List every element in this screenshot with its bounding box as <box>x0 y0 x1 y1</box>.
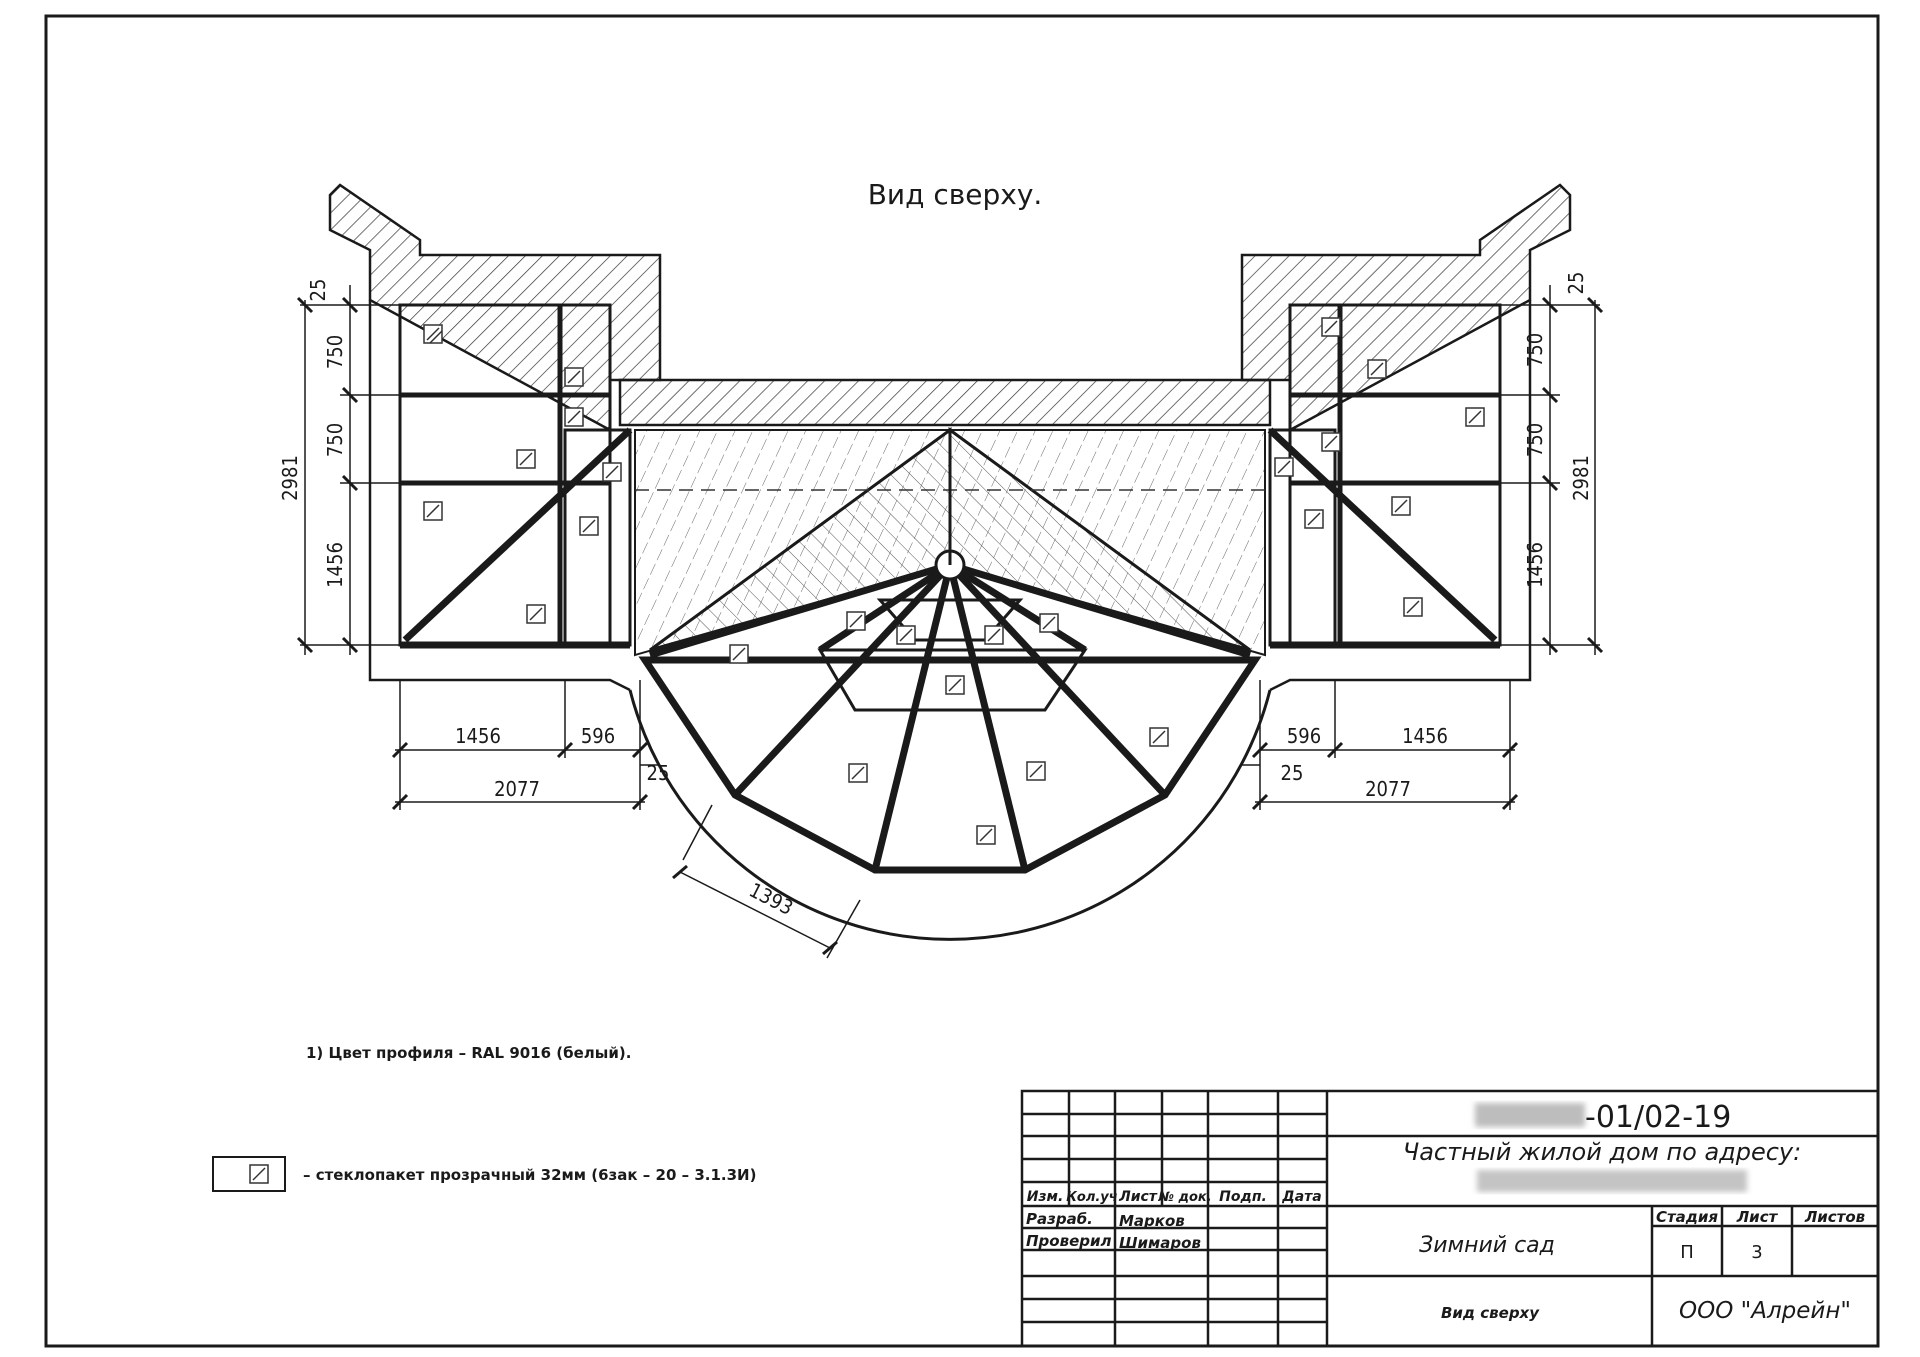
legend-glass-text: – стеклопакет прозрачный 32мм (6зак – 20… <box>303 1166 756 1184</box>
note-profile-color: 1) Цвет профиля – RAL 9016 (белый). <box>306 1044 631 1062</box>
sheet-frame <box>44 14 1880 1348</box>
legend-glass-symbol <box>212 1156 286 1192</box>
dim-right-b: 750 <box>1523 423 1547 457</box>
dim-bottom-left-b: 596 <box>581 724 615 748</box>
dim-radius: 1393 <box>745 878 797 920</box>
tb-code-redacted <box>1475 1103 1585 1127</box>
dim-left-c: 1456 <box>323 542 347 588</box>
central-roof <box>634 427 1266 874</box>
tb-object-line1: Частный жилой дом по адресу: <box>1403 1138 1801 1166</box>
tb-role-check: Проверил <box>1026 1232 1112 1250</box>
tb-name-check: Шимаров <box>1119 1234 1201 1252</box>
title-block <box>1020 1089 1880 1348</box>
tb-header-kol: Кол.уч <box>1066 1190 1117 1205</box>
dimension-lines-right <box>1500 285 1604 655</box>
tb-stage-value: П <box>1680 1242 1694 1263</box>
tb-header-list: Лист <box>1118 1189 1158 1205</box>
tb-sheet-title: Вид сверху <box>1441 1304 1540 1322</box>
tb-header-date: Дата <box>1281 1189 1321 1205</box>
wall-center <box>618 378 1272 427</box>
dim-bottom-left-gap: 25 <box>647 761 670 785</box>
glass-markers <box>423 317 1485 845</box>
tb-header-sign: Подп. <box>1219 1189 1267 1205</box>
drawing-title: Вид сверху. <box>868 178 1043 211</box>
outer-line-left <box>368 300 631 692</box>
tb-address-redacted <box>1477 1170 1747 1192</box>
tb-stage-label: Стадия <box>1656 1208 1718 1226</box>
tb-sheets-label: Листов <box>1804 1208 1865 1226</box>
dimension-lines-bottom <box>391 680 1519 959</box>
tb-role-dev: Разраб. <box>1026 1210 1093 1228</box>
dim-right-total: 2981 <box>1569 455 1593 501</box>
tb-part-name: Зимний сад <box>1419 1233 1555 1258</box>
tb-doc-code: -01/02-19 <box>1585 1100 1731 1135</box>
tb-header-doc: № док. <box>1157 1190 1211 1205</box>
wall-right <box>1240 183 1572 433</box>
tb-name-dev: Марков <box>1119 1212 1185 1230</box>
tb-header-izm: Изм. <box>1027 1189 1064 1205</box>
dim-bottom-right-a: 596 <box>1287 724 1321 748</box>
dim-right-c: 1456 <box>1523 542 1547 588</box>
dim-left-top: 25 <box>306 279 330 302</box>
dim-bottom-left-a: 1456 <box>455 724 501 748</box>
tb-sheet-label: Лист <box>1736 1208 1779 1226</box>
right-wing <box>1267 303 1502 649</box>
dim-bottom-right-total: 2077 <box>1365 777 1411 801</box>
dim-left-a: 750 <box>323 335 347 369</box>
dim-left-b: 750 <box>323 423 347 457</box>
dim-bottom-right-gap: 25 <box>1281 761 1304 785</box>
tb-company: ООО "Алрейн" <box>1679 1298 1851 1324</box>
dim-bottom-left-total: 2077 <box>494 777 540 801</box>
dim-bottom-right-b: 1456 <box>1402 724 1448 748</box>
dim-right-top: 25 <box>1564 272 1588 295</box>
tb-sheet-value: 3 <box>1751 1242 1762 1263</box>
dimension-lines-left <box>296 285 400 655</box>
dim-left-total: 2981 <box>278 455 302 501</box>
outer-line-right <box>1269 300 1532 692</box>
left-wing <box>398 303 633 649</box>
outer-arc <box>628 689 1272 941</box>
dim-right-a: 750 <box>1523 333 1547 367</box>
